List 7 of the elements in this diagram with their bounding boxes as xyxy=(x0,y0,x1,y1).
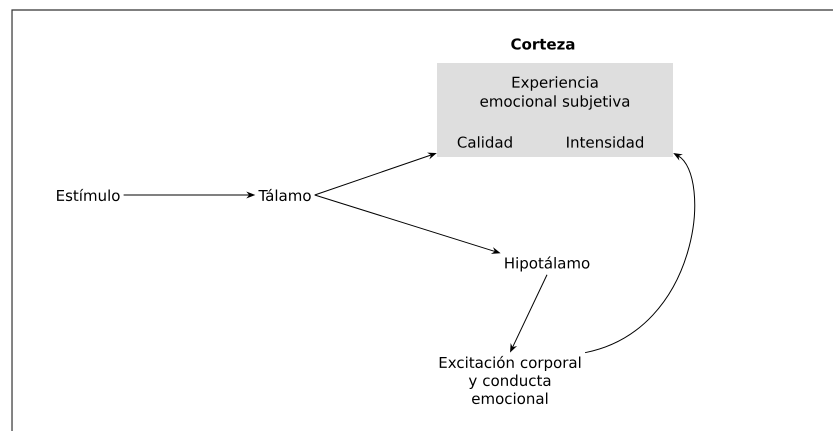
node-label: Corteza xyxy=(511,38,574,50)
node-label: Excitación corporal y conducta emocional xyxy=(440,356,580,404)
node-label: Tálamo xyxy=(258,188,311,202)
node-label: Estímulo xyxy=(57,188,120,202)
arrow xyxy=(584,153,696,354)
cortex-box: Corteza Experiencia emocional subjetiva Calidad Intensidad xyxy=(437,38,673,157)
node-label: Hipotálamo xyxy=(505,256,590,272)
